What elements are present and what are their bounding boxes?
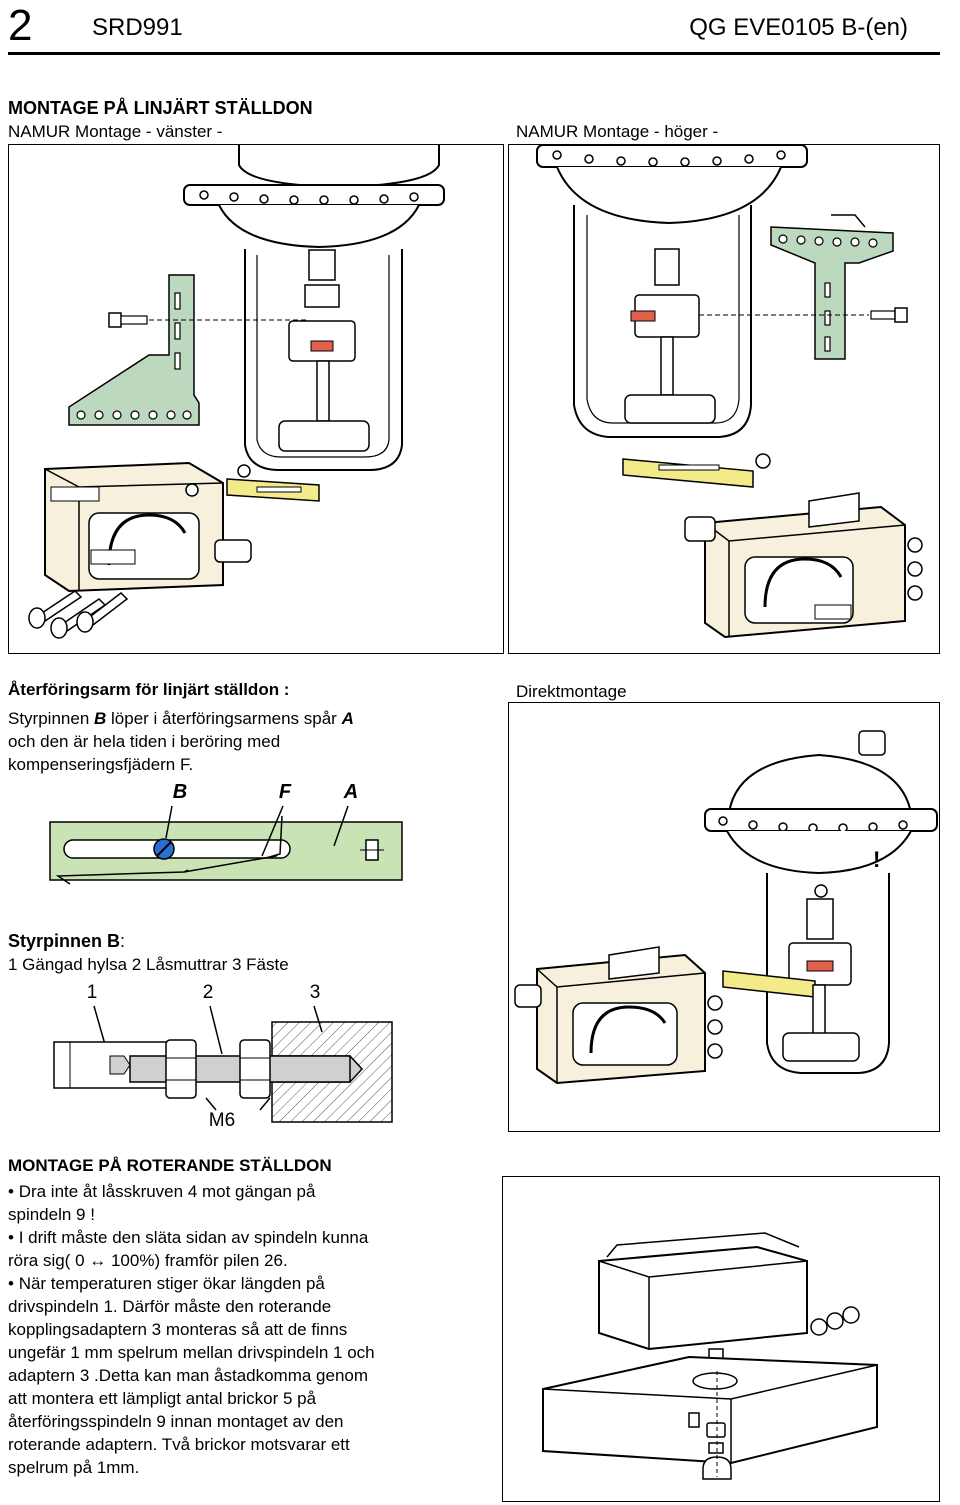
feedback-title: Återföringsarm för linjärt ställdon : (8, 680, 290, 699)
namur-right-drawing (536, 144, 923, 639)
pin-title-colon: : (120, 931, 126, 951)
rotary-bullet-1-line-a: Dra inte åt låsskruven 4 mot gängan på (18, 1182, 316, 1201)
rotary-bullet-2-line-b: röra sig( 0 ↔ 100%) framför pilen 26. (8, 1251, 288, 1270)
section-title-rotary: MONTAGE PÅ ROTERANDE STÄLLDON (8, 1156, 332, 1175)
rotary-body-line: roterande adaptern. Två brickor motsvara… (8, 1435, 350, 1454)
header-rule (8, 52, 940, 55)
pin-title: Styrpinnen B: (8, 930, 125, 953)
figure-direct-mounting: ! (508, 702, 940, 1132)
thread-size-label: M6 (209, 1110, 235, 1131)
feedback-line-2: och den är hela tiden i beröring med (8, 732, 281, 751)
part-number-1: 1 (87, 982, 98, 1003)
pin-title-text: Styrpinnen (8, 931, 108, 951)
rotary-bullet-1-line-b: spindeln 9 ! (8, 1205, 95, 1224)
warning-mark: ! (873, 847, 880, 872)
figure-rotary-mounting (502, 1176, 940, 1502)
pin-title-b: B (107, 931, 121, 951)
rotary-body-line: spelrum på 1mm. (8, 1458, 140, 1477)
feedback-arm-diagram: B F A (40, 776, 410, 892)
pin-diagram: 1 2 3 M6 (40, 976, 410, 1136)
rotary-body-line: att montera ett lämpligt antal brickor 5… (8, 1389, 317, 1408)
product-code: SRD991 (92, 14, 183, 41)
feedback-line-1-mid: löper i återföringsarmens spår (106, 709, 342, 728)
label-b: B (173, 781, 187, 803)
label-a: A (343, 781, 358, 803)
part-number-3: 3 (310, 982, 321, 1003)
namur-left-drawing (28, 145, 445, 639)
rotary-text: • Dra inte åt låsskruven 4 mot gängan på… (8, 1180, 498, 1479)
rotary-bullet-1: • Dra inte åt låsskruven 4 mot gängan på (8, 1182, 316, 1201)
document-code: QG EVE0105 B-(en) (689, 14, 908, 41)
rotary-body-line: adaptern 3 .Detta kan man åstadkomma gen… (8, 1366, 369, 1385)
rotary-bullet-2: • I drift måste den släta sidan av spind… (8, 1228, 369, 1247)
feedback-line-3: kompenseringsfjädern F. (8, 755, 194, 774)
feedback-slot (63, 839, 291, 859)
rotary-mounting-drawing (542, 1232, 878, 1480)
feedback-slot-a-ref: A (341, 709, 354, 728)
pin-parts-legend: 1 Gängad hylsa 2 Låsmuttrar 3 Fäste (8, 955, 289, 974)
figure-namur-right (508, 144, 940, 654)
rotary-body-line: kopplingsadaptern 3 monteras så att de f… (8, 1320, 348, 1339)
feedback-pin-b-ref: B (94, 709, 107, 728)
direct-mounting-drawing: ! (514, 730, 938, 1085)
caption-direct-mounting: Direktmontage (516, 682, 627, 701)
rotary-bullet-3: • När temperaturen stiger ökar längden p… (8, 1274, 325, 1293)
caption-namur-left: NAMUR Montage - vänster - (8, 122, 223, 141)
lock-nuts-2 (165, 1039, 271, 1099)
rotary-body-line: drivspindeln 1. Därför måste den roteran… (8, 1297, 332, 1316)
rotary-body-line: återföringsspindeln 9 innan montaget av … (8, 1412, 344, 1431)
page-number: 2 (8, 1, 33, 50)
part-number-2: 2 (203, 982, 214, 1003)
label-f: F (279, 781, 292, 803)
figure-namur-left (8, 144, 504, 654)
rotary-bullet-3-line-a: När temperaturen stiger ökar längden på (18, 1274, 325, 1293)
rotary-body-line: ungefär 1 mm spelrum mellan drivspindeln… (8, 1343, 375, 1362)
caption-namur-right: NAMUR Montage - höger - (516, 122, 719, 141)
feedback-line-1-text: Styrpinnen (8, 709, 94, 728)
feedback-line-1: Styrpinnen B löper i återföringsarmens s… (8, 707, 354, 730)
section-title-linear: MONTAGE PÅ LINJÄRT STÄLLDON (8, 98, 313, 118)
rotary-bullet-2-line-a: I drift måste den släta sidan av spindel… (18, 1228, 369, 1247)
